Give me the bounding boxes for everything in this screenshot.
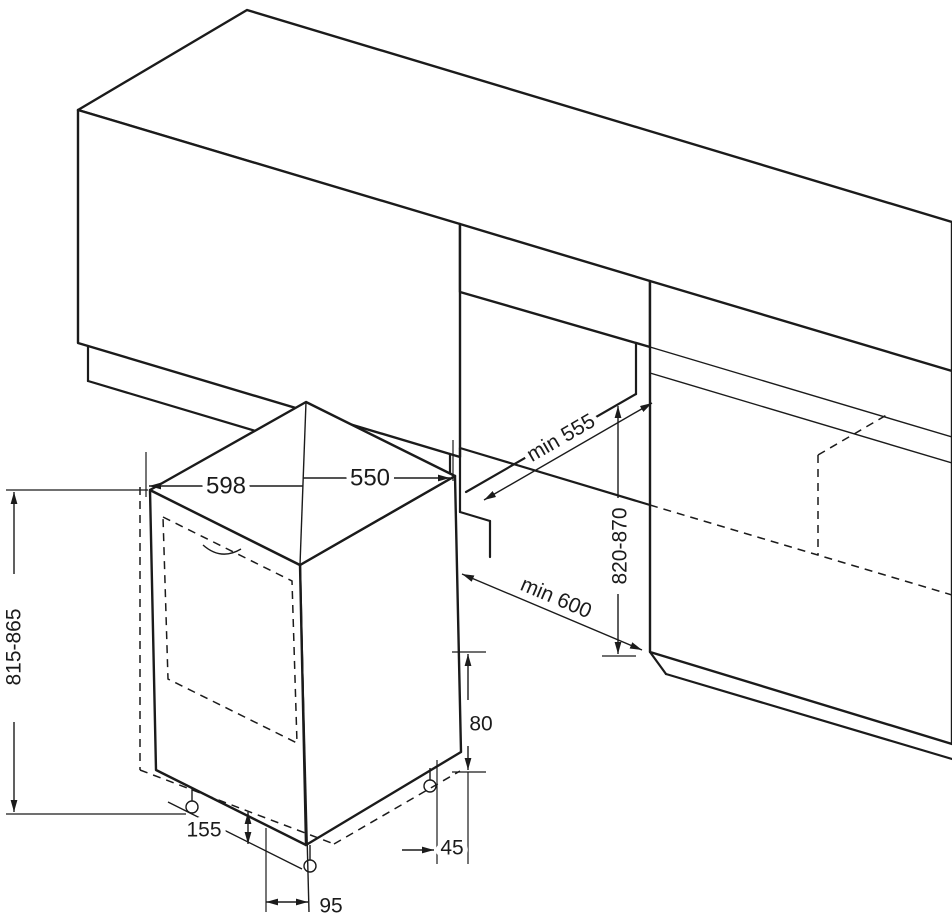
foot-front-right	[303, 845, 317, 873]
right-cabinet-front	[648, 279, 952, 746]
dimension-niche-height: 820-870	[602, 406, 637, 657]
adjustable-feet	[185, 768, 437, 873]
niche-lip-step	[458, 510, 492, 523]
dimension-label-niche-depth: min 555	[523, 409, 599, 466]
dishwasher	[148, 400, 463, 913]
door-panel-outline-dashed	[162, 515, 298, 745]
dimension-label-appliance-width: 598	[206, 473, 246, 500]
dimension-plinth-height: 80	[452, 651, 498, 773]
right-cabinet-plinth	[648, 650, 952, 761]
door-handle-arc	[202, 544, 242, 555]
hidden-niche-lines	[649, 412, 952, 596]
foot-front-left	[185, 788, 199, 814]
dimension-label-niche-width: min 600	[517, 573, 595, 623]
dimension-label-plinth-height: 80	[469, 713, 492, 736]
dimension-side-clearance: 45	[402, 760, 469, 865]
niche-projection-dashed	[139, 487, 461, 845]
center-line-front	[299, 564, 310, 913]
counter-seam-line	[649, 346, 952, 438]
counter-shadow-line	[649, 372, 952, 464]
foot-rear-right	[423, 768, 437, 793]
dimension-label-niche-height: 820-870	[609, 507, 632, 584]
dimension-label-base-recess: 155	[186, 819, 221, 842]
dimension-niche-depth: min 555	[483, 402, 653, 501]
dimension-appliance-depth: 550	[303, 440, 454, 497]
dimension-door-clearance: 95	[265, 828, 348, 923]
dimension-label-appliance-height: 815-865	[3, 608, 26, 685]
niche-floor-front-edge	[458, 446, 652, 507]
dimension-appliance-height: 815-865	[0, 489, 186, 815]
dimension-base-recess: 155	[181, 812, 252, 847]
center-line-top	[299, 401, 307, 566]
dimension-label-door-clearance: 95	[319, 895, 342, 918]
dimension-label-side-clearance: 45	[440, 837, 463, 860]
dimension-label-appliance-depth: 550	[350, 465, 390, 492]
dimension-appliance-width: 598	[145, 452, 303, 505]
